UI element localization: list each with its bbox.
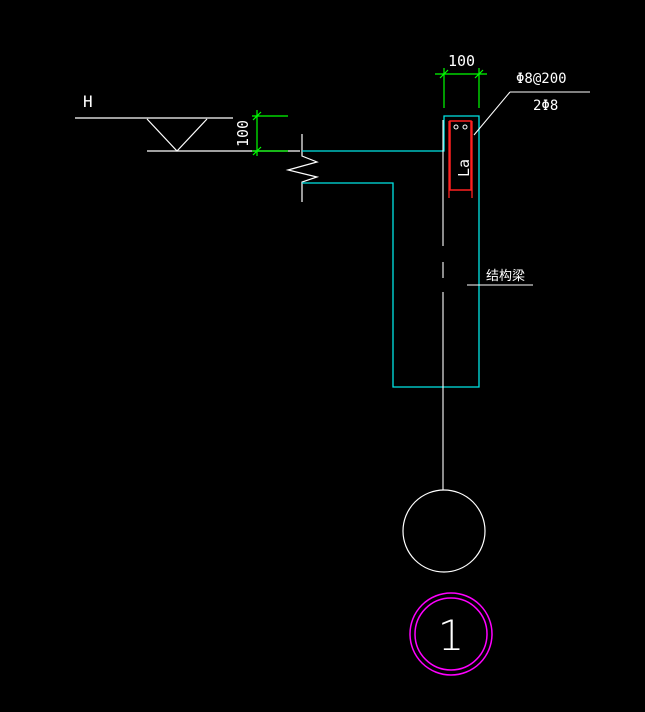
- break-line: [285, 134, 320, 202]
- level-triangle: [146, 118, 208, 152]
- rebar-spec-text-2: 2Φ8: [533, 98, 558, 114]
- rebar-dot-left: [453, 124, 459, 130]
- rebar-callout: Φ8@200 2Φ8: [473, 71, 590, 136]
- stirrup: [449, 120, 472, 191]
- top-dimension-text: 100: [448, 52, 475, 70]
- anchorage-label: La: [455, 159, 473, 177]
- rebar-cage: La: [448, 120, 473, 198]
- rebar-spec-text-1: Φ8@200: [516, 71, 567, 87]
- side-dimension: 100: [234, 110, 288, 156]
- concrete-outline: [302, 115, 480, 388]
- side-dimension-text: 100: [234, 120, 252, 147]
- top-dimension: 100: [435, 52, 487, 108]
- rebar-dot-right: [462, 124, 468, 130]
- section-marker: 1: [409, 592, 493, 676]
- beam-label: 结构梁: [486, 269, 525, 284]
- level-label: H: [83, 92, 93, 111]
- level-marker: H: [75, 92, 300, 152]
- section-number: 1: [438, 611, 465, 660]
- axis-bubble: [402, 489, 486, 573]
- rebar-leader: [473, 91, 511, 136]
- beam-callout: 结构梁: [467, 269, 533, 286]
